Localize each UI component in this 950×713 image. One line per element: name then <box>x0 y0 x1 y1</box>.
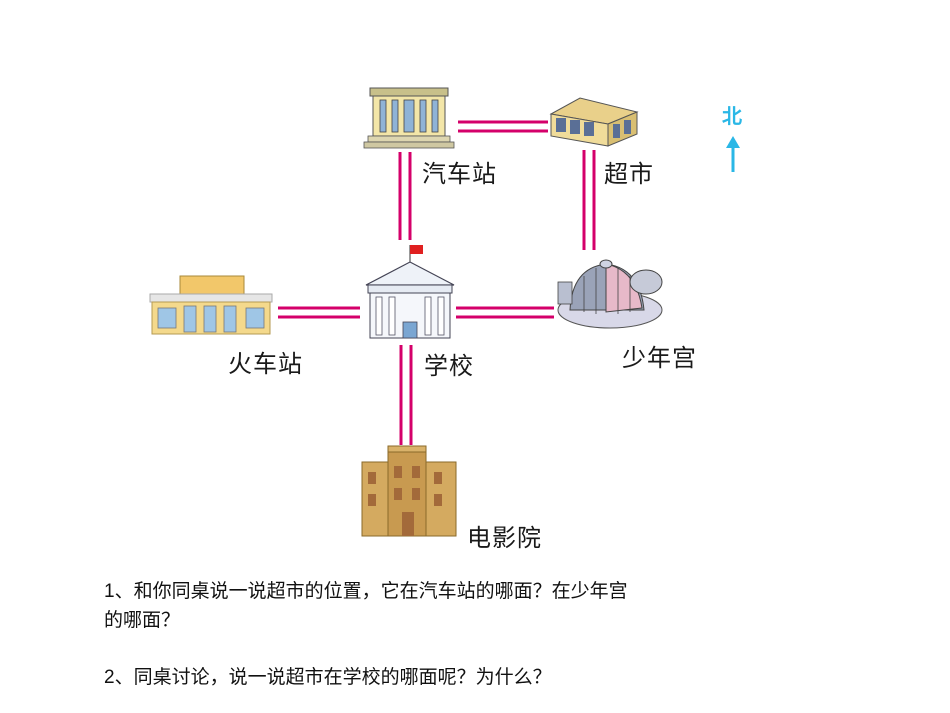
question-1-text-line2: 的哪面？ <box>104 609 181 631</box>
question-1-number: 1 <box>104 581 115 602</box>
school-label: 学校 <box>424 352 474 380</box>
question-1-text-line1: 、和你同桌说一说超市的位置，它在汽车站的哪面？在少年宫 <box>114 580 628 602</box>
train-station-label: 火车站 <box>228 350 303 378</box>
road-school-youth-palace <box>456 306 554 319</box>
road-supermarket-youth-palace <box>582 150 596 250</box>
roads <box>278 120 596 445</box>
road-school-cinema <box>399 345 413 445</box>
question-1: 1、和你同桌说一说超市的位置，它在汽车站的哪面？在少年宫 的哪面？ <box>104 577 804 634</box>
school-building <box>365 245 455 339</box>
supermarket-building <box>549 97 639 147</box>
train-station-building <box>149 275 273 335</box>
cinema-building <box>361 445 457 537</box>
bus-station-building <box>363 87 455 149</box>
bus-station-label: 汽车站 <box>422 160 497 188</box>
question-2: 2、同桌讨论，说一说超市在学校的哪面呢？为什么？ <box>104 663 804 692</box>
north-label: 北 <box>722 104 742 128</box>
question-2-number: 2 <box>104 667 115 688</box>
cinema-label: 电影院 <box>467 524 542 552</box>
youth-palace-building <box>557 259 663 329</box>
road-train-station-school <box>278 306 360 319</box>
youth-palace-label: 少年宫 <box>622 344 697 372</box>
road-bus-station-supermarket <box>458 120 548 133</box>
north-arrow-icon <box>726 136 740 172</box>
supermarket-label: 超市 <box>604 160 654 188</box>
question-2-text: 、同桌讨论，说一说超市在学校的哪面呢？为什么？ <box>114 666 552 688</box>
city-map <box>149 87 740 537</box>
road-bus-station-school <box>398 152 412 240</box>
